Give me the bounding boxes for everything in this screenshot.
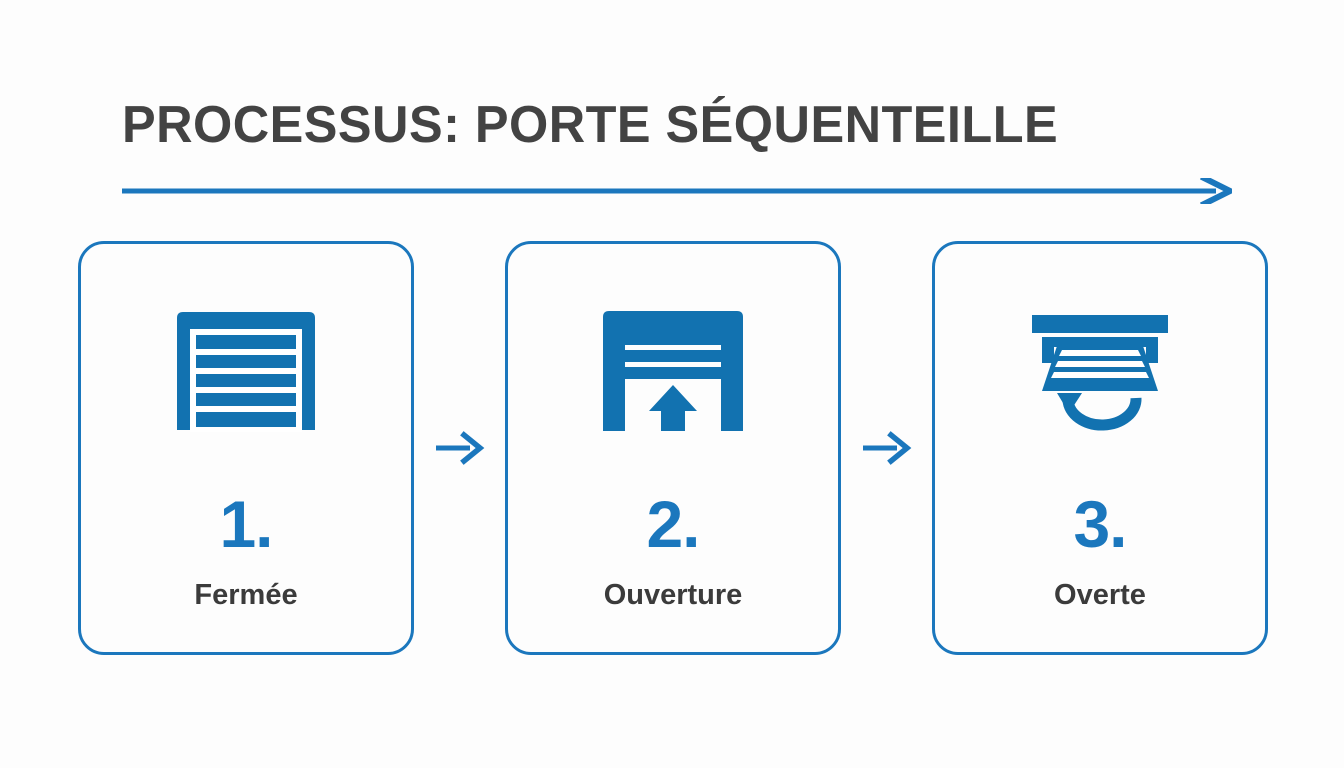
process-flow: 1. Fermée 2. Ouverture [78,240,1268,656]
closed-garage-door-icon [171,306,321,436]
step-number-2: 2. [646,487,700,561]
step-card-2[interactable]: 2. Ouverture [505,241,841,655]
step-card-1[interactable]: 1. Fermée [78,241,414,655]
opening-garage-door-up-arrow-icon [597,306,749,436]
connector-2 [854,431,920,465]
connector-1 [427,431,493,465]
step-label-2: Ouverture [603,579,743,611]
right-arrow-icon [862,431,911,465]
step-number-3: 3. [1073,487,1127,561]
header: PROCESSUS: PORTE SÉQUENTEILLE [122,95,1232,204]
right-arrow-icon [435,431,484,465]
step-label-1: Fermée [194,579,298,611]
step-card-3[interactable]: 3. Overte [932,241,1268,655]
long-right-arrow-icon [122,178,1232,204]
open-garage-door-rotate-arrow-icon [1024,306,1176,436]
step-number-1: 1. [219,487,273,561]
title-underline-arrow [122,178,1232,204]
page-title: PROCESSUS: PORTE SÉQUENTEILLE [122,96,1059,154]
step-label-3: Overte [1054,579,1146,611]
